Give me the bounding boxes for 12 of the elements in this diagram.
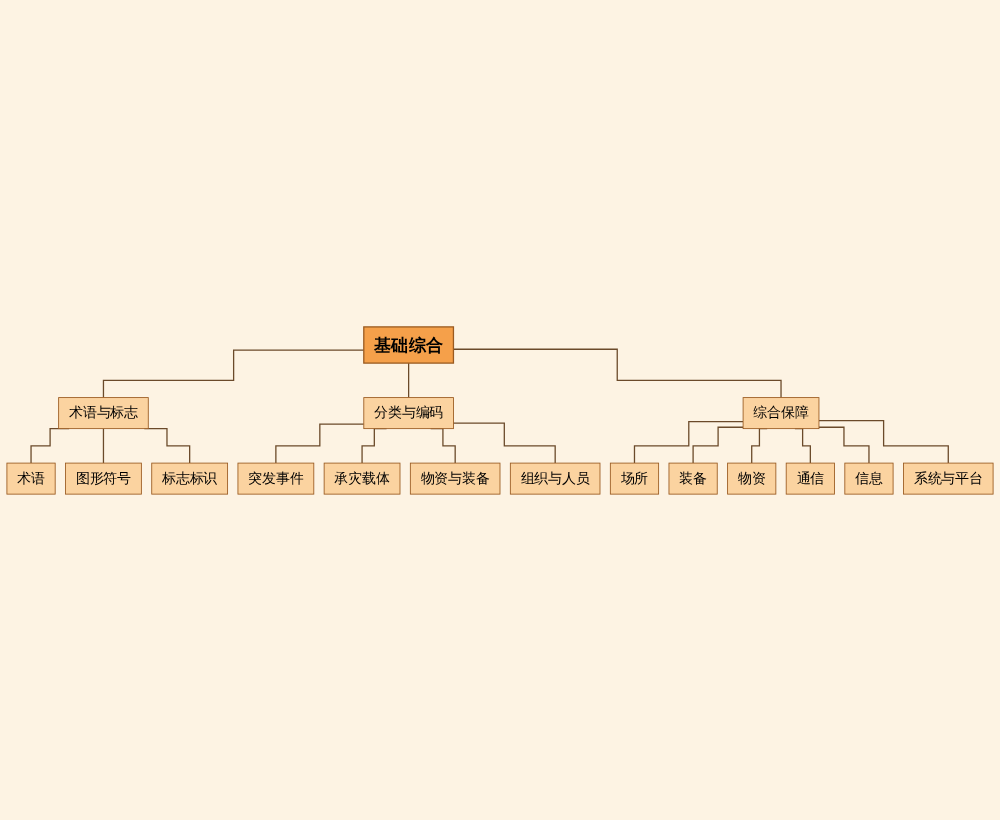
connector (818, 426, 870, 464)
connector (143, 427, 191, 464)
connector (102, 349, 365, 398)
node-box: 基础综合 (363, 325, 455, 364)
connector (818, 419, 949, 464)
connector (452, 421, 556, 464)
connector (275, 423, 365, 464)
connector (633, 420, 744, 464)
connector (102, 427, 105, 464)
connector (407, 361, 410, 398)
connector (692, 426, 744, 464)
connector (452, 348, 782, 398)
